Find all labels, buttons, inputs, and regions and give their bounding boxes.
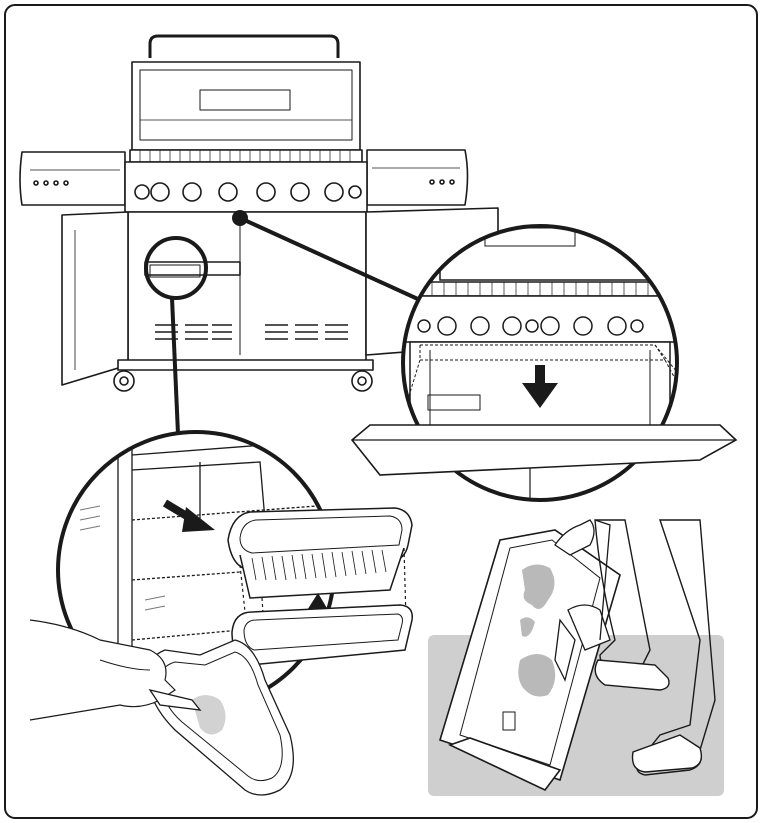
person-legs: [594, 519, 716, 776]
leader-line-tray: [239, 216, 421, 302]
drip-tray-upright: [439, 529, 621, 792]
grease-cup-callout: [144, 236, 208, 300]
drip-tray-detail: [350, 224, 738, 502]
arrow-down-icon: [522, 365, 558, 408]
leader-dot: [232, 210, 248, 226]
tray-cleaning-scene: [428, 519, 724, 796]
grease-cup: [231, 604, 413, 666]
grease-cup-detail: [29, 430, 413, 796]
arrow-down-right-icon: [162, 499, 215, 532]
control-knobs: [134, 182, 362, 202]
grease-cup-liner: [227, 507, 413, 599]
hand-scraper: [554, 519, 611, 682]
leader-line-cup: [170, 297, 180, 435]
hand-cleaning-cup: [29, 619, 294, 796]
